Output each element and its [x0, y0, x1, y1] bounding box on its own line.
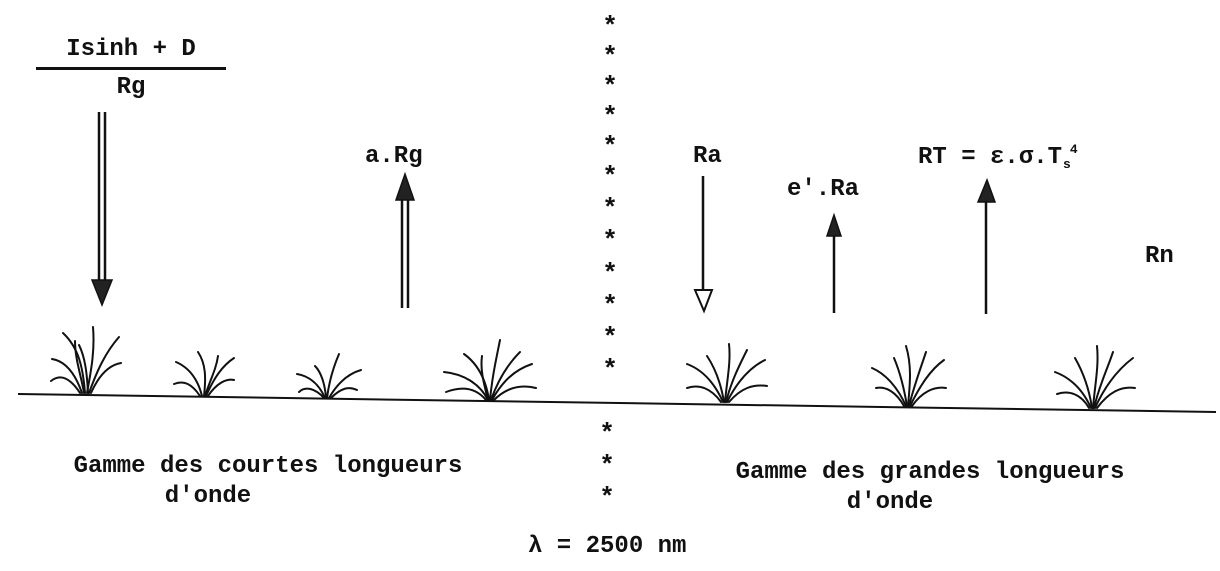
plant-icon — [1054, 345, 1136, 409]
atmospheric-longwave-label: Ra — [693, 143, 722, 170]
svg-text:*: * — [602, 162, 618, 192]
reflected-shortwave-label: a.Rg — [365, 143, 423, 170]
emitted-longwave-subscript: s — [1063, 157, 1071, 172]
emitted-longwave-superscript: 4 — [1069, 142, 1078, 157]
longwave-range-line2: d'onde — [846, 489, 934, 516]
plant-icon — [443, 339, 537, 401]
plant-icon — [173, 351, 235, 397]
shortwave-range-line1: Gamme des courtes longueurs — [73, 453, 463, 480]
emitted-longwave-label: RT = ε.σ.Ts4 — [918, 143, 1078, 172]
incoming-shortwave-label: Isinh + D Rg — [36, 38, 226, 100]
incoming-denominator-label: Rg — [116, 74, 146, 101]
svg-text:*: * — [602, 355, 618, 385]
net-radiation-label: Rn — [1145, 243, 1174, 270]
longwave-range-line1: Gamme des grandes longueurs — [735, 459, 1125, 486]
svg-text:*: * — [602, 226, 618, 256]
divider-asterisks-upper: * * * * * * * * * * * * — [602, 12, 618, 385]
svg-text:*: * — [602, 291, 618, 321]
svg-text:*: * — [602, 102, 618, 132]
plant-icon — [296, 353, 362, 399]
svg-text:*: * — [602, 132, 618, 162]
incoming-shortwave-arrow — [90, 112, 114, 308]
svg-text:*: * — [599, 483, 615, 513]
wavelength-threshold-label: λ = 2500 nm — [528, 533, 687, 560]
svg-text:*: * — [602, 323, 618, 353]
incoming-numerator-label: Isinh + D — [36, 38, 226, 70]
shortwave-range-line2: d'onde — [164, 483, 252, 510]
plant-icon — [686, 343, 768, 403]
reflected-shortwave-arrow — [394, 171, 416, 308]
plant-icon — [50, 326, 122, 394]
svg-text:*: * — [602, 42, 618, 72]
svg-text:*: * — [602, 259, 618, 289]
shortwave-range-label: Gamme des courtes longueurs d'onde — [8, 452, 528, 512]
reflected-longwave-arrow — [825, 212, 843, 313]
svg-text:*: * — [602, 194, 618, 224]
longwave-range-label: Gamme des grandes longueurs d'onde — [670, 458, 1190, 518]
plant-icon — [871, 345, 947, 407]
svg-text:*: * — [602, 72, 618, 102]
ground-line — [17, 393, 1217, 413]
atmospheric-longwave-arrow — [693, 176, 714, 314]
svg-text:*: * — [599, 419, 615, 449]
svg-text:*: * — [599, 451, 615, 481]
emitted-longwave-arrow — [976, 177, 997, 314]
emitted-longwave-formula: RT = ε.σ.T — [918, 144, 1063, 171]
svg-text:*: * — [602, 12, 618, 42]
divider-asterisks-lower: * * * — [599, 419, 615, 513]
reflected-longwave-label: e'.Ra — [787, 176, 860, 203]
